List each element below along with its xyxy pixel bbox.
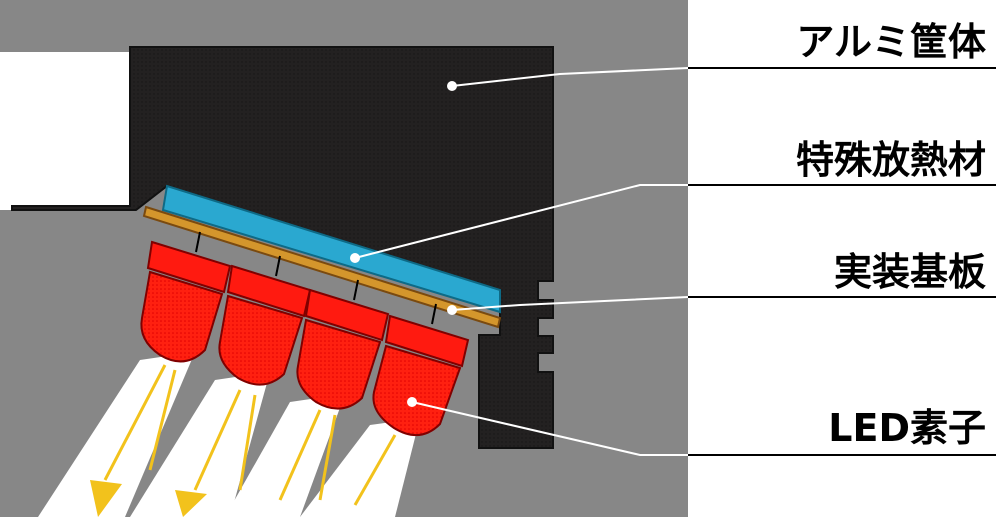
led-element xyxy=(372,303,470,436)
label-rules xyxy=(688,67,996,456)
light-arrows xyxy=(103,364,397,506)
label-circuit-board: 実装基板 xyxy=(833,250,986,294)
led-element xyxy=(296,279,390,410)
leader-lines xyxy=(354,67,689,456)
light-arrowheads xyxy=(90,480,207,517)
aluminum-housing xyxy=(11,46,554,449)
heat-dissipation-material xyxy=(161,184,501,314)
ceiling-recess xyxy=(0,52,130,210)
label-heat-dissipation-material: 特殊放熱材 xyxy=(795,138,986,182)
led-element xyxy=(140,231,232,363)
label-led-element: LED素子 xyxy=(828,406,986,450)
leader-dots xyxy=(350,81,457,407)
led-element xyxy=(218,255,312,386)
circuit-board xyxy=(142,205,502,329)
label-aluminum-housing: アルミ筐体 xyxy=(796,20,986,64)
light-beams xyxy=(38,352,420,517)
